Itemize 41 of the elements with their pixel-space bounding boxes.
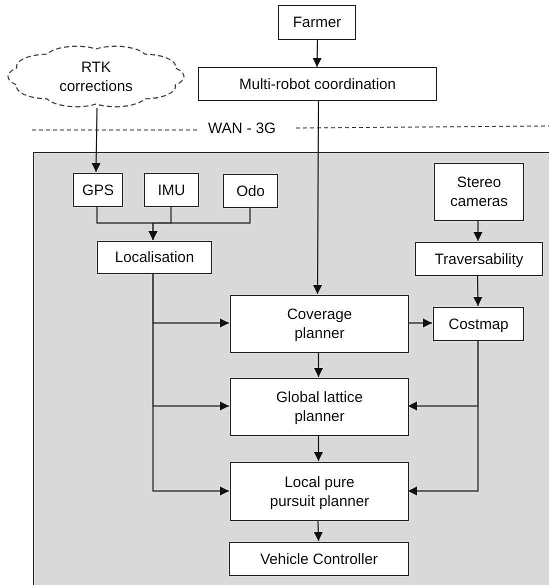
node-label: Local pure pursuit planner	[268, 472, 370, 510]
robot-panel	[33, 152, 549, 585]
arrow	[474, 220, 482, 241]
process-box	[229, 542, 409, 576]
node-label: Farmer	[292, 13, 342, 32]
node-label: Costmap	[448, 314, 509, 334]
node-label: IMU	[158, 180, 186, 200]
arrow	[314, 352, 323, 377]
arrow	[408, 318, 432, 328]
process-box	[223, 174, 278, 208]
network-label: WAN - 3G	[208, 119, 276, 138]
node-label: Stereo cameras	[449, 173, 509, 211]
process-box	[230, 378, 409, 436]
arrow	[312, 40, 322, 68]
process-box	[230, 295, 409, 353]
arrow	[314, 520, 323, 542]
process-box	[198, 67, 437, 101]
process-box	[73, 173, 123, 207]
arrow	[313, 101, 322, 294]
arrow	[408, 340, 479, 496]
node-label: Multi-robot coordination	[239, 74, 396, 94]
node-label: Coverage planner	[286, 305, 354, 343]
arrow	[92, 108, 101, 172]
process-box	[97, 241, 212, 274]
process-box	[415, 242, 543, 276]
node-label: GPS	[82, 180, 114, 200]
arrow	[152, 273, 229, 496]
process-box	[278, 5, 356, 40]
node-label: Traversability	[434, 250, 524, 268]
process-box	[434, 163, 524, 221]
node-label: Localisation	[114, 248, 194, 267]
node-label: RTK corrections	[58, 58, 134, 96]
node-label: Global lattice planner	[275, 388, 364, 426]
process-box	[144, 173, 199, 207]
arrow	[473, 274, 482, 306]
node-label: Odo	[236, 182, 265, 200]
arrow	[148, 207, 251, 240]
process-box	[230, 462, 409, 521]
arrow	[314, 435, 323, 461]
node-label: Vehicle Controller	[260, 550, 378, 568]
process-box	[433, 307, 524, 341]
